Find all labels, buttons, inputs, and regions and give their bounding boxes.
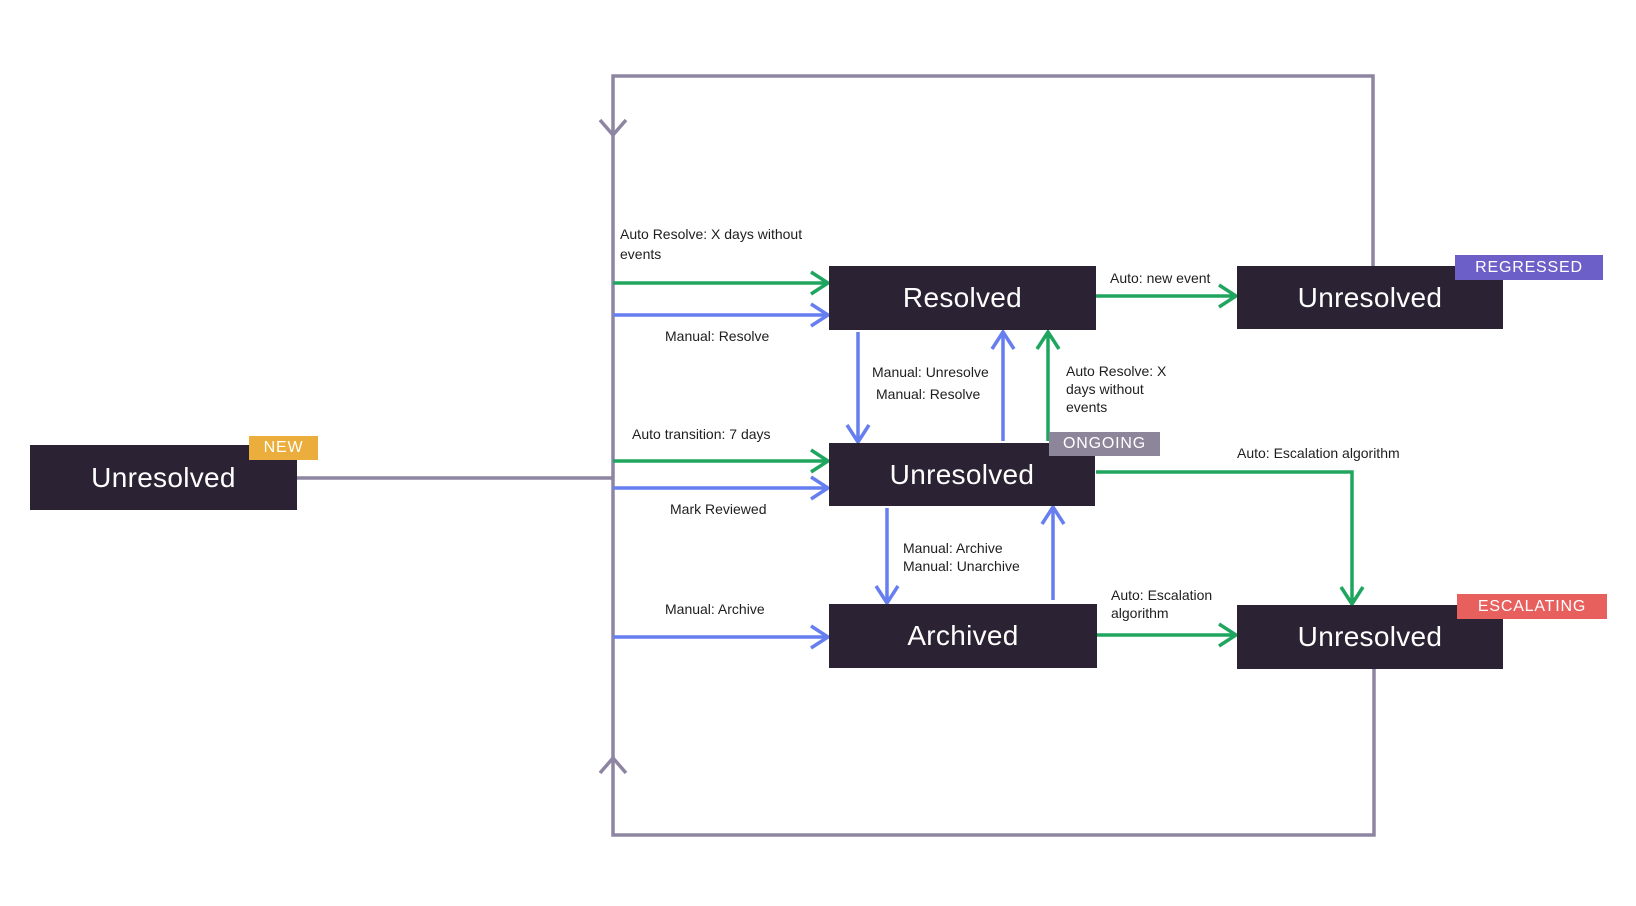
edge-label-auto-resolve-right: Auto Resolve: X days without events bbox=[1066, 363, 1167, 415]
edge-label-auto-escalation-top: Auto: Escalation algorithm bbox=[1237, 445, 1400, 461]
status-badge-new: NEW bbox=[249, 436, 318, 460]
edge-label-manual-unresolve: Manual: Unresolve bbox=[872, 364, 989, 380]
state-node-resolved: Resolved bbox=[829, 266, 1096, 330]
auto-escalation-elbow-edge bbox=[1096, 470, 1354, 601]
state-label: Unresolved bbox=[91, 461, 236, 493]
feedback-loop-line bbox=[611, 74, 1376, 837]
state-node-archived: Archived bbox=[829, 604, 1097, 668]
edge-label-auto-resolve: Auto Resolve: X days without events bbox=[620, 226, 803, 262]
auto-escalation-archived-arrowhead-icon bbox=[1218, 622, 1240, 648]
auto-resolve-up-arrowhead-icon bbox=[1035, 328, 1061, 350]
loop-down-arrowhead-icon bbox=[598, 118, 628, 138]
manual-unresolve-down-arrowhead-icon bbox=[845, 424, 871, 446]
state-label: Archived bbox=[907, 620, 1019, 651]
manual-archive-down-arrowhead-icon bbox=[874, 585, 900, 607]
edge-label-auto-transition: Auto transition: 7 days bbox=[632, 426, 771, 442]
edge-label-auto-escalation-bottom: Auto: Escalation algorithm bbox=[1111, 587, 1213, 621]
edge-label-manual-archive-unarchive: Manual: Archive Manual: Unarchive bbox=[903, 540, 1020, 574]
state-label: Unresolved bbox=[1297, 281, 1443, 313]
edge-label-manual-resolve: Manual: Resolve bbox=[665, 328, 770, 344]
state-node-ongoing-unresolved: Unresolved bbox=[829, 443, 1095, 506]
edge-label-mark-reviewed: Mark Reviewed bbox=[670, 501, 767, 517]
auto-escalation-elbow-arrowhead-icon bbox=[1339, 586, 1365, 608]
state-label: Resolved bbox=[902, 282, 1023, 313]
edge-label-manual-archive: Manual: Archive bbox=[665, 601, 765, 617]
auto-transition-arrowhead-icon bbox=[810, 448, 832, 474]
manual-resolve-up-arrowhead-icon bbox=[990, 328, 1016, 350]
manual-unarchive-up-arrowhead-icon bbox=[1040, 503, 1066, 525]
auto-resolve-arrowhead-icon bbox=[810, 270, 832, 296]
manual-resolve-arrowhead-icon bbox=[810, 302, 832, 328]
edge-label-manual-resolve-mid: Manual: Resolve bbox=[876, 386, 981, 402]
state-node-escalating-unresolved: Unresolved bbox=[1237, 605, 1503, 669]
status-badge-ongoing: ONGOING bbox=[1049, 432, 1160, 456]
state-label: Unresolved bbox=[889, 458, 1035, 490]
loop-up-arrowhead-icon bbox=[598, 755, 628, 775]
manual-archive-arrowhead-icon bbox=[810, 624, 832, 650]
edge-label-auto-new-event: Auto: new event bbox=[1110, 270, 1211, 286]
mark-reviewed-arrowhead-icon bbox=[810, 475, 832, 501]
status-badge-escalating: ESCALATING bbox=[1457, 594, 1607, 619]
status-badge-regressed: REGRESSED bbox=[1455, 255, 1603, 280]
auto-new-event-arrowhead-icon bbox=[1218, 283, 1240, 309]
state-label: Unresolved bbox=[1297, 621, 1443, 652]
